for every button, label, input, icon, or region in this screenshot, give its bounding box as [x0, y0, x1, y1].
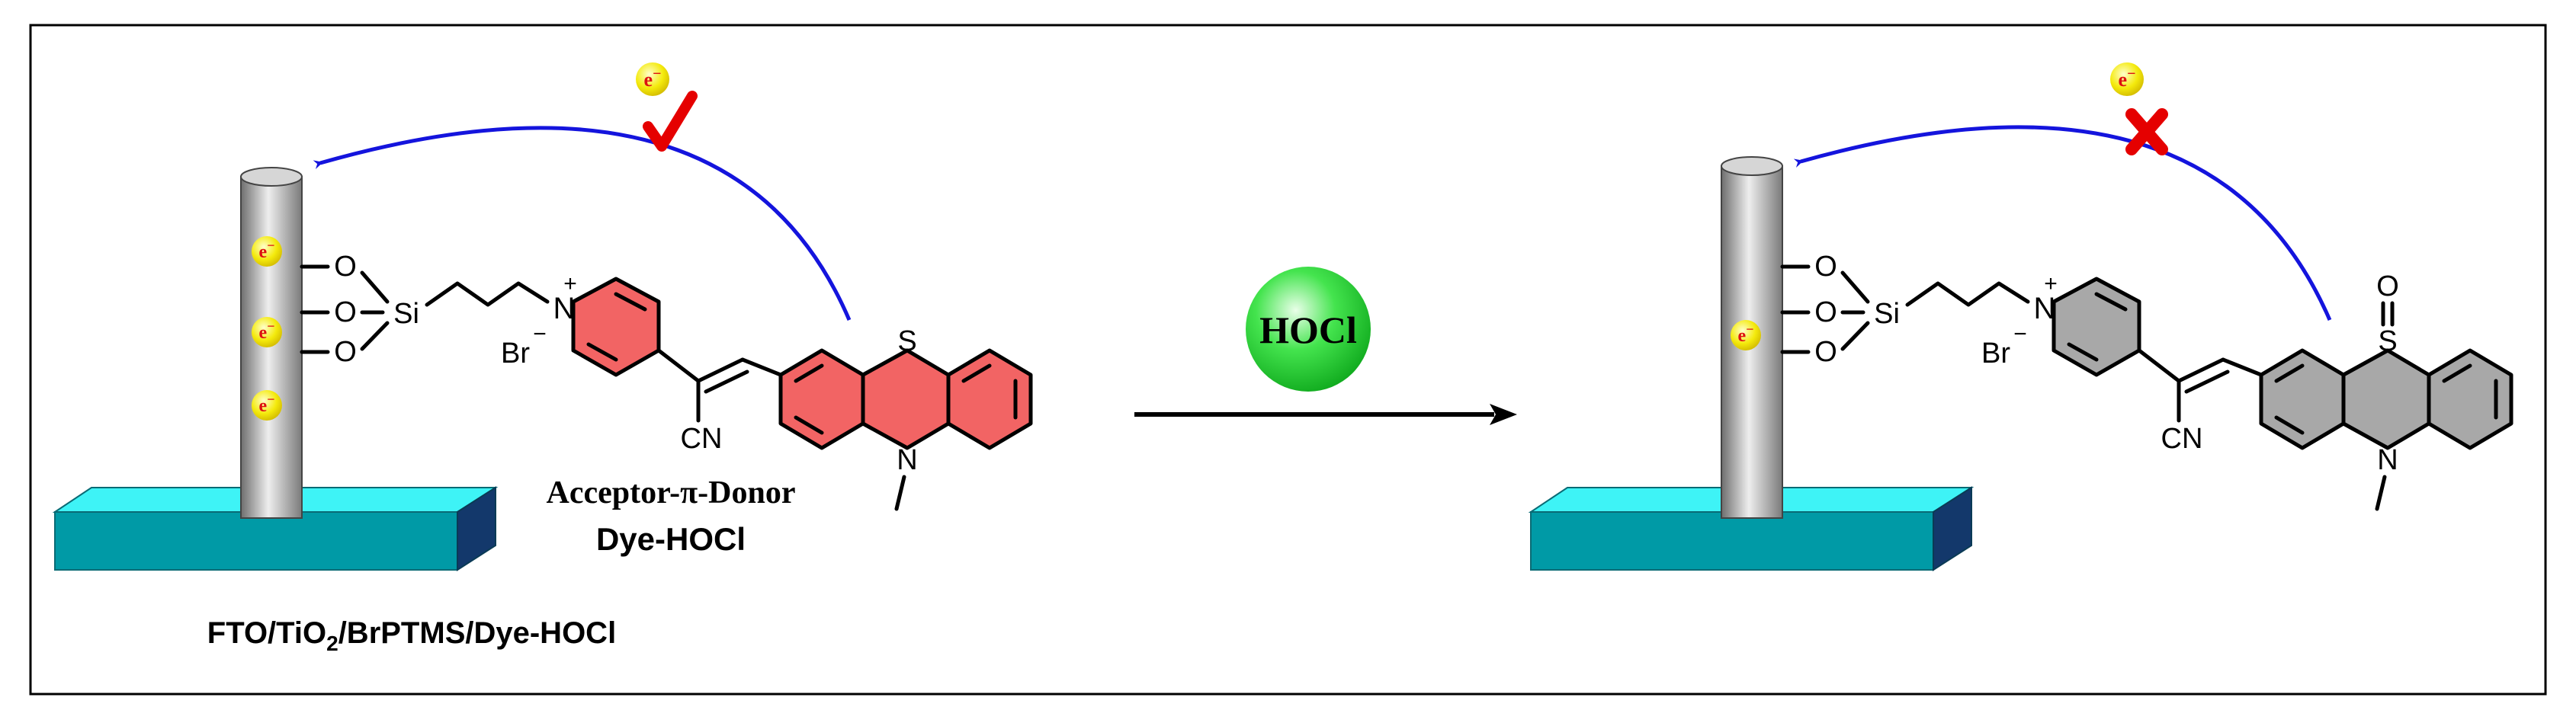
minus-label: −	[533, 322, 547, 347]
phenothiazine-donor-left: S N	[778, 325, 1033, 511]
oxygen-label: O	[1814, 251, 1837, 283]
silane-linker-right: O O O Si	[1780, 251, 2030, 368]
right-panel: e− O O O Si N + Br −	[1528, 62, 2513, 571]
nitrogen-label: N	[2034, 292, 2056, 325]
check-mark-icon	[643, 91, 698, 152]
electron-icon: e−	[636, 62, 669, 96]
oxygen-label: O	[1814, 296, 1837, 328]
cross-mark-icon	[2125, 108, 2168, 155]
nitrogen-label: N	[553, 292, 576, 325]
svg-text:e−: e−	[1738, 322, 1754, 346]
bromide-label: Br	[1981, 338, 2010, 369]
svg-text:e−: e−	[2119, 66, 2136, 91]
oxygen-label: O	[334, 251, 357, 283]
svg-text:e−: e−	[259, 392, 275, 416]
electron-icon: e−	[2110, 62, 2144, 96]
molecule-type-label: Acceptor-π-Donor	[547, 475, 796, 510]
electron-icon: e−	[1731, 320, 1761, 350]
reagent-label: HOCl	[1259, 309, 1357, 351]
silane-linker-left: O O O Si	[300, 251, 550, 368]
sulfoxide-oxygen-label: O	[2376, 270, 2399, 302]
oxygen-label: O	[334, 336, 357, 368]
electron-icon: e−	[252, 236, 282, 267]
fto-substrate-right	[1528, 486, 1975, 571]
nitrogen-label: N	[897, 444, 917, 476]
sulfur-label: S	[2378, 325, 2397, 357]
electrode-label: FTO/TiO2/BrPTMS/Dye-HOCl	[207, 616, 616, 655]
acrylonitrile-bridge-right: CN	[2137, 348, 2263, 455]
hocl-reagent-sphere	[1246, 267, 1371, 392]
charge-label: +	[563, 271, 577, 296]
electron-icon: e−	[252, 317, 282, 347]
svg-text:e−: e−	[644, 66, 662, 91]
dye-name-label: Dye-HOCl	[596, 521, 746, 557]
reaction-step: HOCl	[1134, 267, 1517, 425]
electron-icon: e−	[252, 390, 282, 421]
cyano-label: CN	[2161, 423, 2203, 455]
cyano-label: CN	[681, 423, 723, 455]
sulfur-label: S	[897, 325, 916, 357]
acrylonitrile-bridge-left: CN	[656, 348, 783, 455]
charge-label: +	[2044, 271, 2058, 296]
svg-text:e−: e−	[259, 318, 275, 343]
tio2-rod-right	[1721, 156, 1783, 519]
reaction-arrowhead	[1490, 404, 1517, 425]
tio2-rod-left	[240, 167, 303, 519]
silicon-label: Si	[393, 298, 419, 330]
svg-text:e−: e−	[259, 238, 275, 262]
pyridinium-ring-right: N + Br −	[1981, 271, 2141, 377]
nitrogen-label: N	[2377, 444, 2398, 476]
silicon-label: Si	[1874, 298, 1900, 330]
left-panel: e− e− e− O O O Si N + Br −	[52, 62, 1033, 655]
bromide-label: Br	[501, 338, 530, 369]
minus-label: −	[2013, 322, 2027, 347]
oxygen-label: O	[1814, 336, 1837, 368]
oxygen-label: O	[334, 296, 357, 328]
phenothiazine-oxide-right: S O N	[2259, 270, 2513, 511]
